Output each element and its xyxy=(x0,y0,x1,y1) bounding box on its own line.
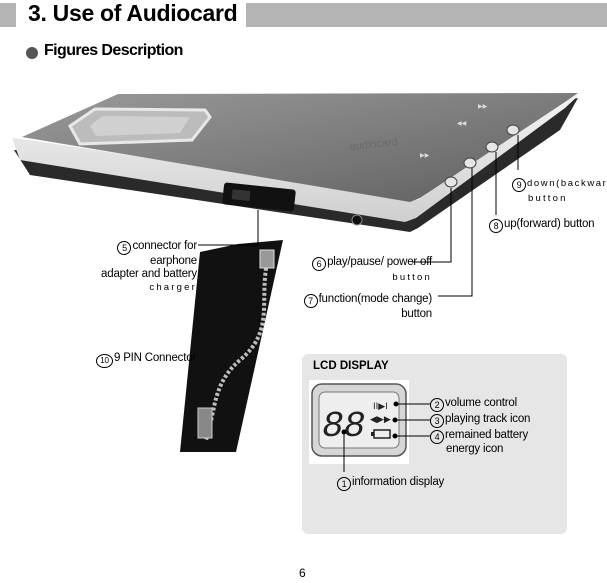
device-rim xyxy=(12,94,580,222)
leader-connector xyxy=(198,210,259,246)
device-button-play xyxy=(444,176,458,188)
device-connector-port xyxy=(222,182,296,212)
volume-icon: II▶I xyxy=(373,402,388,412)
header-bar-left xyxy=(0,3,16,27)
cable-plug-top xyxy=(259,249,275,269)
device-brand-text: audiocard xyxy=(349,136,398,153)
header-bar-right xyxy=(246,3,607,27)
cable-photo xyxy=(180,240,283,452)
lcd-label-battery-cont: energy icon xyxy=(446,443,504,455)
bullet-icon xyxy=(26,47,38,59)
mark-icon-2: ◀◀ xyxy=(457,121,467,127)
page-title: 3. Use of Audiocard xyxy=(28,0,238,26)
page-number: 6 xyxy=(299,566,306,580)
device-earphone-jack xyxy=(351,214,363,226)
mark-icon-3: ▶▶ xyxy=(420,153,430,159)
device-button-function xyxy=(463,157,477,169)
cable xyxy=(204,257,270,441)
device-button-down xyxy=(506,124,520,136)
mark-icon-1: ▶▶ xyxy=(478,104,488,110)
section-subtitle: Figures Description xyxy=(44,42,183,59)
leader-function xyxy=(438,168,473,297)
lcd-display-title: LCD DISPLAY xyxy=(313,360,389,372)
cable-plug-bottom xyxy=(197,407,213,439)
playing-track-icon: ◀▶▶ xyxy=(370,415,391,425)
device-button-up xyxy=(485,141,499,153)
leader-play xyxy=(412,188,452,263)
